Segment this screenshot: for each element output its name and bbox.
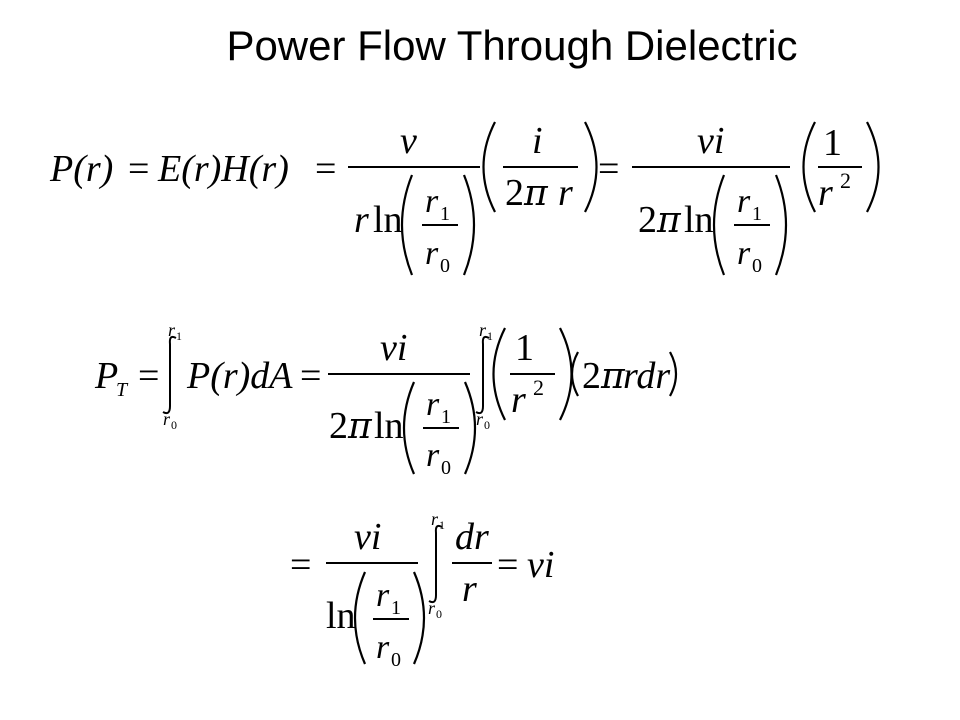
eq1-field-product: E(r)H(r)	[157, 148, 289, 190]
eq1-frac4-den-exp: 2	[840, 168, 851, 193]
eq2-lhs-P: P	[94, 355, 118, 397]
eq2-int2-lower-sub: 0	[484, 418, 490, 432]
eq3-r1: r	[376, 577, 390, 614]
eq1-r0-sub: 0	[440, 255, 450, 277]
eq2-integrand: P(r)dA	[186, 355, 293, 397]
eq2-r0-sub: 0	[441, 457, 451, 479]
eq2-frac-den-2: 2	[329, 405, 348, 447]
eq2-ln-right-paren	[463, 381, 477, 475]
eq1-frac2-right-paren	[584, 121, 598, 213]
eq3-int-lower-sub: 0	[436, 607, 442, 621]
eq2-integral-sign-1	[162, 335, 177, 415]
eq2-last-rdr: rdr	[623, 355, 670, 397]
eq2-lhs-sub: T	[116, 379, 129, 401]
eq1-frac1-numerator: v	[400, 120, 417, 162]
eq2-int1-upper: r	[168, 320, 176, 340]
equation-3: = vi ln r 1 r 0 r 1 r 0 dr r = vi	[290, 509, 554, 671]
equation-1: P(r) = E(r)H(r) = v r ln r 1 r 0 i 2 π r…	[49, 120, 880, 277]
eq1-frac2-den-2: 2	[505, 172, 524, 214]
eq1-equals-a: =	[128, 148, 149, 190]
eq2-int2-upper-sub: 1	[487, 329, 493, 343]
eq3-int-lower: r	[428, 598, 436, 618]
eq2-int1-lower: r	[163, 409, 171, 429]
eq2-frac2-left-paren	[492, 327, 506, 421]
eq1-frac2-pi: π	[523, 173, 549, 214]
equation-2: P T = r 1 r 0 P(r)dA = vi 2 π ln r 1 r 0…	[94, 320, 678, 479]
eq1-frac3-left-paren	[712, 174, 726, 276]
eq3-int-upper: r	[431, 509, 439, 529]
eq2-frac2-den-exp: 2	[533, 375, 544, 400]
eq2-equals-a: =	[138, 355, 159, 397]
eq1-frac2-den-r: r	[558, 172, 573, 214]
eq2-frac-ln: ln	[374, 405, 404, 447]
eq3-integral-sign	[428, 524, 443, 604]
eq2-equals-b: =	[300, 355, 321, 397]
eq3-ln-right-paren	[412, 571, 426, 665]
eq1-frac3-r0-sub: 0	[752, 255, 762, 277]
eq1-lhs: P(r)	[49, 148, 113, 190]
eq1-frac3-den-2: 2	[638, 199, 657, 241]
eq1-r1: r	[425, 183, 439, 220]
eq1-frac4-left-paren	[802, 121, 816, 213]
eq1-frac1-den-r: r	[354, 199, 369, 241]
eq1-equals-c: =	[598, 148, 619, 190]
eq2-last-2: 2	[582, 355, 601, 397]
eq1-ln-left-paren	[400, 174, 414, 276]
eq1-ln-right-paren	[462, 174, 476, 276]
eq3-frac2-denominator: r	[462, 568, 477, 610]
eq1-frac4-den-r: r	[818, 172, 833, 214]
eq1-ln: ln	[373, 199, 403, 241]
eq1-frac3-r1: r	[737, 183, 751, 220]
eq1-frac3-pi: π	[656, 200, 682, 241]
eq1-frac3-ln: ln	[684, 199, 714, 241]
eq2-int1-upper-sub: 1	[176, 329, 182, 343]
eq3-r0: r	[376, 629, 390, 666]
eq1-frac2-left-paren	[482, 121, 496, 213]
eq2-integral-sign-2	[475, 335, 490, 415]
eq1-equals-b: =	[315, 148, 336, 190]
eq2-frac-pi: π	[347, 406, 373, 447]
eq2-frac2-den-r: r	[511, 379, 526, 421]
eq2-last-right-paren	[669, 351, 678, 397]
eq2-r1: r	[426, 386, 440, 423]
eq3-int-upper-sub: 1	[439, 518, 445, 532]
eq2-int2-upper: r	[479, 320, 487, 340]
eq2-frac2-right-paren	[559, 327, 573, 421]
eq2-last-left-paren	[570, 351, 579, 397]
eq3-result: vi	[527, 544, 554, 586]
eq2-r1-sub: 1	[441, 406, 451, 428]
eq2-r0: r	[426, 437, 440, 474]
eq1-frac3-r1-sub: 1	[752, 203, 762, 225]
page-title: Power Flow Through Dielectric	[226, 22, 798, 69]
eq1-frac4-numerator: 1	[823, 122, 842, 164]
eq2-last-pi: π	[600, 356, 626, 397]
eq1-frac3-numerator: vi	[697, 120, 724, 162]
eq3-equals-a: =	[290, 544, 311, 586]
eq1-r1-sub: 1	[440, 203, 450, 225]
eq3-equals-b: =	[497, 544, 518, 586]
eq3-frac-numerator: vi	[354, 516, 381, 558]
eq2-frac2-numerator: 1	[515, 327, 534, 369]
eq1-frac3-right-paren	[774, 174, 788, 276]
eq3-frac-ln: ln	[326, 595, 356, 637]
eq1-frac2-numerator: i	[532, 120, 543, 162]
eq2-int2-lower: r	[476, 409, 484, 429]
eq1-frac3-r0: r	[737, 235, 751, 272]
eq2-int1-lower-sub: 0	[171, 418, 177, 432]
eq2-frac-numerator: vi	[380, 327, 407, 369]
eq1-r0: r	[425, 235, 439, 272]
eq3-r0-sub: 0	[391, 649, 401, 671]
eq1-frac4-right-paren	[866, 121, 880, 213]
eq3-r1-sub: 1	[391, 597, 401, 619]
eq3-frac2-numerator: dr	[455, 516, 489, 558]
eq3-ln-left-paren	[353, 571, 367, 665]
eq2-ln-left-paren	[402, 381, 416, 475]
